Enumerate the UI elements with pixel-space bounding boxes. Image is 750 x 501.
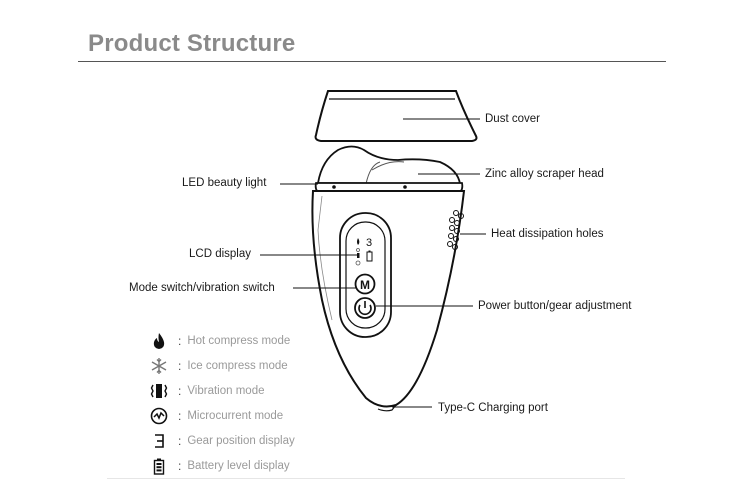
battery-icon [150, 457, 168, 475]
label-mode-switch: Mode switch/vibration switch [129, 282, 275, 294]
mode-button[interactable] [354, 273, 376, 295]
gear-digit-icon [150, 432, 168, 450]
legend-item-battery: : Battery level display [150, 456, 290, 476]
lcd-gear-digit: 3 [366, 237, 372, 249]
lcd-display [355, 238, 373, 266]
legend-label: Battery level display [187, 460, 290, 472]
page-title: Product Structure [88, 30, 296, 57]
label-dust-cover: Dust cover [485, 113, 540, 125]
flame-icon [150, 332, 168, 350]
label-led-light: LED beauty light [182, 177, 267, 189]
legend-label: Hot compress mode [187, 335, 291, 347]
legend-item-vibration: : Vibration mode [150, 381, 265, 401]
legend-label: Ice compress mode [187, 360, 288, 372]
legend-item-hot: : Hot compress mode [150, 331, 290, 351]
led-ring [314, 182, 464, 192]
leader-lines [260, 118, 486, 408]
scraper-head [316, 145, 462, 185]
heat-dissipation-holes [447, 210, 464, 250]
microcurrent-icon [150, 407, 168, 425]
label-heat-holes: Heat dissipation holes [491, 228, 604, 240]
legend-label: Vibration mode [187, 385, 265, 397]
label-charging-port: Type-C Charging port [438, 402, 548, 414]
vibration-icon [150, 382, 168, 400]
mode-button-label: M [360, 278, 370, 292]
label-power-button: Power button/gear adjustment [478, 300, 632, 312]
legend-item-microcurrent: : Microcurrent mode [150, 406, 283, 426]
legend-label: Microcurrent mode [187, 410, 284, 422]
legend-label: Gear position display [187, 435, 295, 447]
snowflake-icon [150, 357, 168, 375]
dust-cover [314, 90, 478, 142]
legend-item-ice: : Ice compress mode [150, 356, 288, 376]
title-divider [78, 61, 666, 62]
label-lcd-display: LCD display [189, 248, 251, 260]
power-button[interactable] [354, 297, 376, 319]
label-scraper-head: Zinc alloy scraper head [485, 168, 604, 180]
legend-item-gear: : Gear position display [150, 431, 295, 451]
bottom-divider [107, 478, 625, 479]
